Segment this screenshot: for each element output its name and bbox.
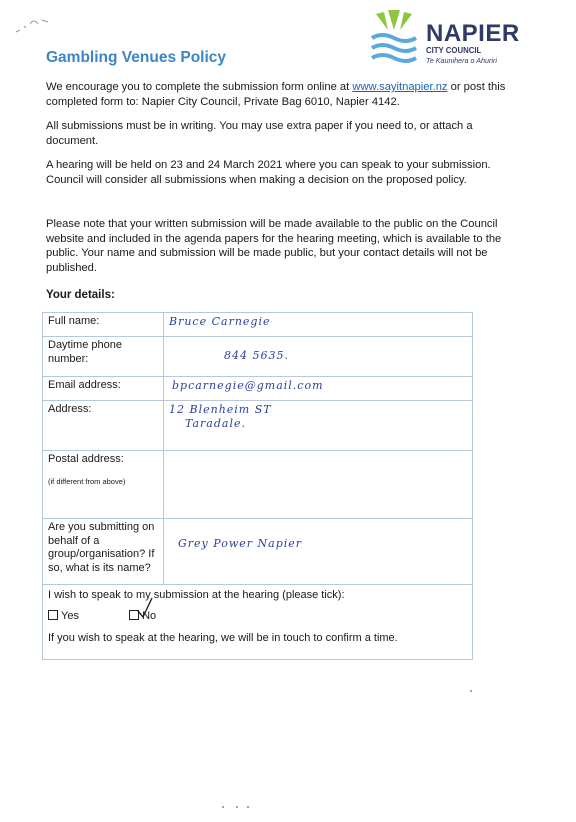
- logo-maori-name: Te Kaunihera o Ahuriri: [426, 56, 497, 65]
- hearing-paragraph: A hearing will be held on 23 and 24 Marc…: [46, 159, 491, 186]
- postal-note: (if different from above): [48, 476, 126, 486]
- scan-mark: [236, 806, 238, 808]
- intro-paragraph: We encourage you to complete the submiss…: [46, 80, 516, 109]
- logo-mark-icon: [370, 10, 418, 63]
- postal-label: Postal address:: [48, 453, 124, 465]
- speak-cell: I wish to speak to my submission at the …: [42, 584, 473, 660]
- scan-mark: [222, 806, 224, 808]
- sayitnapier-link[interactable]: www.sayitnapier.nz: [352, 81, 448, 93]
- intro-text-end: or post this completed form to: Napier C…: [46, 81, 506, 108]
- full-name-label: Full name:: [42, 312, 164, 337]
- your-details-heading: Your details:: [46, 289, 115, 301]
- group-label: Are you submitting on behalf of a group/…: [42, 518, 164, 585]
- logo-name: NAPIER: [426, 20, 520, 47]
- yes-checkbox[interactable]: [48, 609, 58, 620]
- details-form: Full name: Bruce Carnegie Daytime phone …: [42, 312, 473, 660]
- page-title: Gambling Venues Policy: [46, 49, 227, 66]
- margin-scribble: [14, 10, 58, 40]
- postal-label-cell: Postal address: (if different from above…: [42, 450, 164, 519]
- scan-mark: [470, 690, 472, 692]
- napier-logo: [366, 8, 526, 68]
- address-line-1: 12 Blenheim ST: [169, 403, 272, 416]
- phone-label: Daytime phone number:: [42, 336, 164, 377]
- logo-council: CITY COUNCIL: [426, 46, 482, 55]
- scan-mark: [247, 806, 249, 808]
- postal-field[interactable]: [163, 450, 473, 519]
- postal-row: Postal address: (if different from above…: [42, 450, 473, 519]
- full-name-row: Full name: Bruce Carnegie: [42, 312, 473, 337]
- handwritten-tick-icon: [136, 597, 154, 621]
- no-checkbox[interactable]: [129, 609, 140, 620]
- writing-paragraph: All submissions must be in writing. You …: [46, 120, 473, 147]
- email-label: Email address:: [42, 376, 164, 401]
- address-line-2: Taradale.: [185, 416, 246, 430]
- speak-note: If you wish to speak at the hearing, we …: [48, 632, 398, 644]
- address-field[interactable]: 12 Blenheim ST Taradale.: [163, 400, 473, 451]
- email-field[interactable]: bpcarnegie@gmail.com: [163, 376, 473, 401]
- full-name-field[interactable]: Bruce Carnegie: [163, 312, 473, 337]
- intro-text-start: We encourage you to complete the submiss…: [46, 81, 353, 93]
- speak-row: I wish to speak to my submission at the …: [42, 584, 473, 660]
- phone-row: Daytime phone number: 844 5635.: [42, 336, 473, 377]
- address-row: Address: 12 Blenheim ST Taradale.: [42, 400, 473, 451]
- privacy-paragraph: Please note that your written submission…: [46, 218, 502, 274]
- speak-question: I wish to speak to my submission at the …: [48, 589, 345, 601]
- group-row: Are you submitting on behalf of a group/…: [42, 518, 473, 585]
- phone-field[interactable]: 844 5635.: [163, 336, 473, 377]
- email-row: Email address: bpcarnegie@gmail.com: [42, 376, 473, 401]
- group-field[interactable]: Grey Power Napier: [163, 518, 473, 585]
- speak-options: Yes No: [48, 609, 467, 624]
- address-label: Address:: [42, 400, 164, 451]
- yes-label: Yes: [61, 609, 79, 622]
